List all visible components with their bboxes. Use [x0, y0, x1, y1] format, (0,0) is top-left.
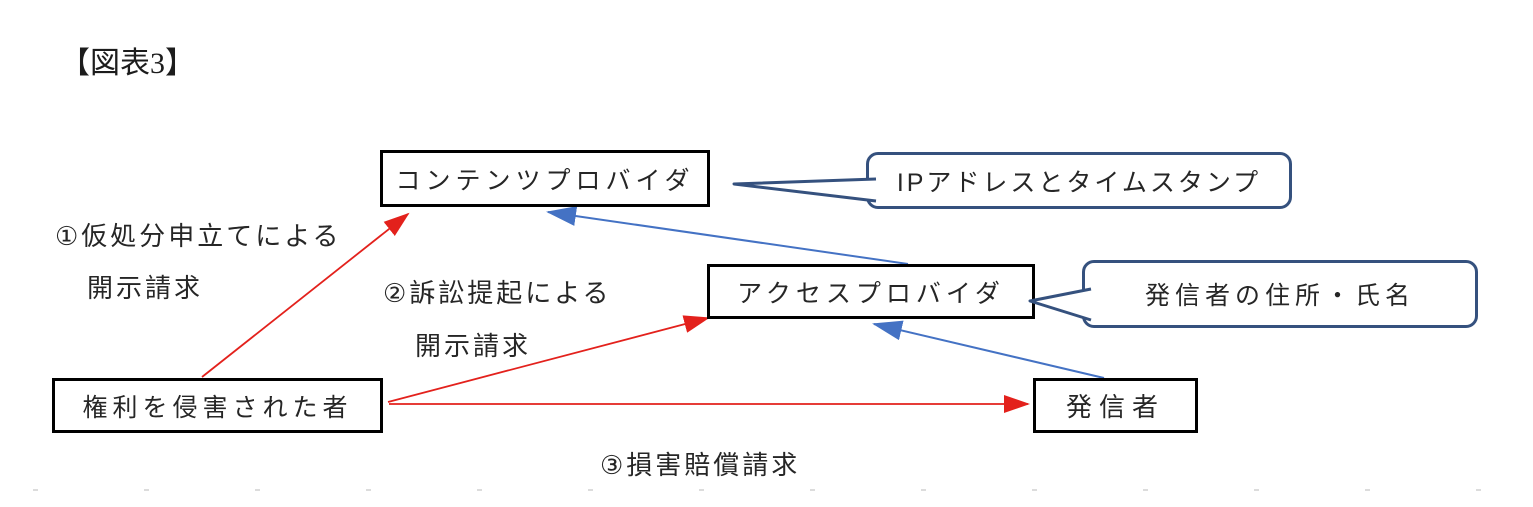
label-step3-damages: ③損害賠償請求 [600, 450, 801, 480]
node-sender-label: 発信者 [1065, 392, 1165, 422]
node-injured-party: 権利を侵害された者 [52, 378, 383, 433]
arrow-access-to-content-provider [546, 206, 909, 265]
label-step2-line2: 開示請求 [415, 331, 532, 361]
callout-sender-address-name-label: 発信者の住所・氏名 [1144, 282, 1415, 310]
arrow-step1-provisional-disclosure [201, 212, 410, 378]
node-access-provider: アクセスプロバイダ [707, 264, 1035, 319]
label-step2-line1: ②訴訟提起による [383, 278, 612, 308]
label-step1-line1: ①仮処分申立てによる [55, 221, 342, 251]
node-content-provider: コンテンツプロバイダ [380, 150, 710, 207]
node-injured-party-label: 権利を侵害された者 [82, 393, 353, 422]
figure-title: 【図表3】 [60, 47, 195, 80]
callout-ip-timestamp-label: IPアドレスとタイムスタンプ [896, 168, 1262, 197]
node-sender: 発信者 [1033, 378, 1198, 433]
node-access-provider-label: アクセスプロバイダ [737, 279, 1005, 308]
arrow-sender-to-access-provider [872, 320, 1105, 379]
arrow-step2-lawsuit-disclosure [387, 315, 710, 403]
node-content-provider-label: コンテンツプロバイダ [395, 166, 695, 195]
callout-ip-timestamp: IPアドレスとタイムスタンプ [866, 152, 1292, 209]
callout-sender-address-name: 発信者の住所・氏名 [1082, 260, 1478, 328]
label-step1-line2: 開示請求 [87, 273, 204, 303]
